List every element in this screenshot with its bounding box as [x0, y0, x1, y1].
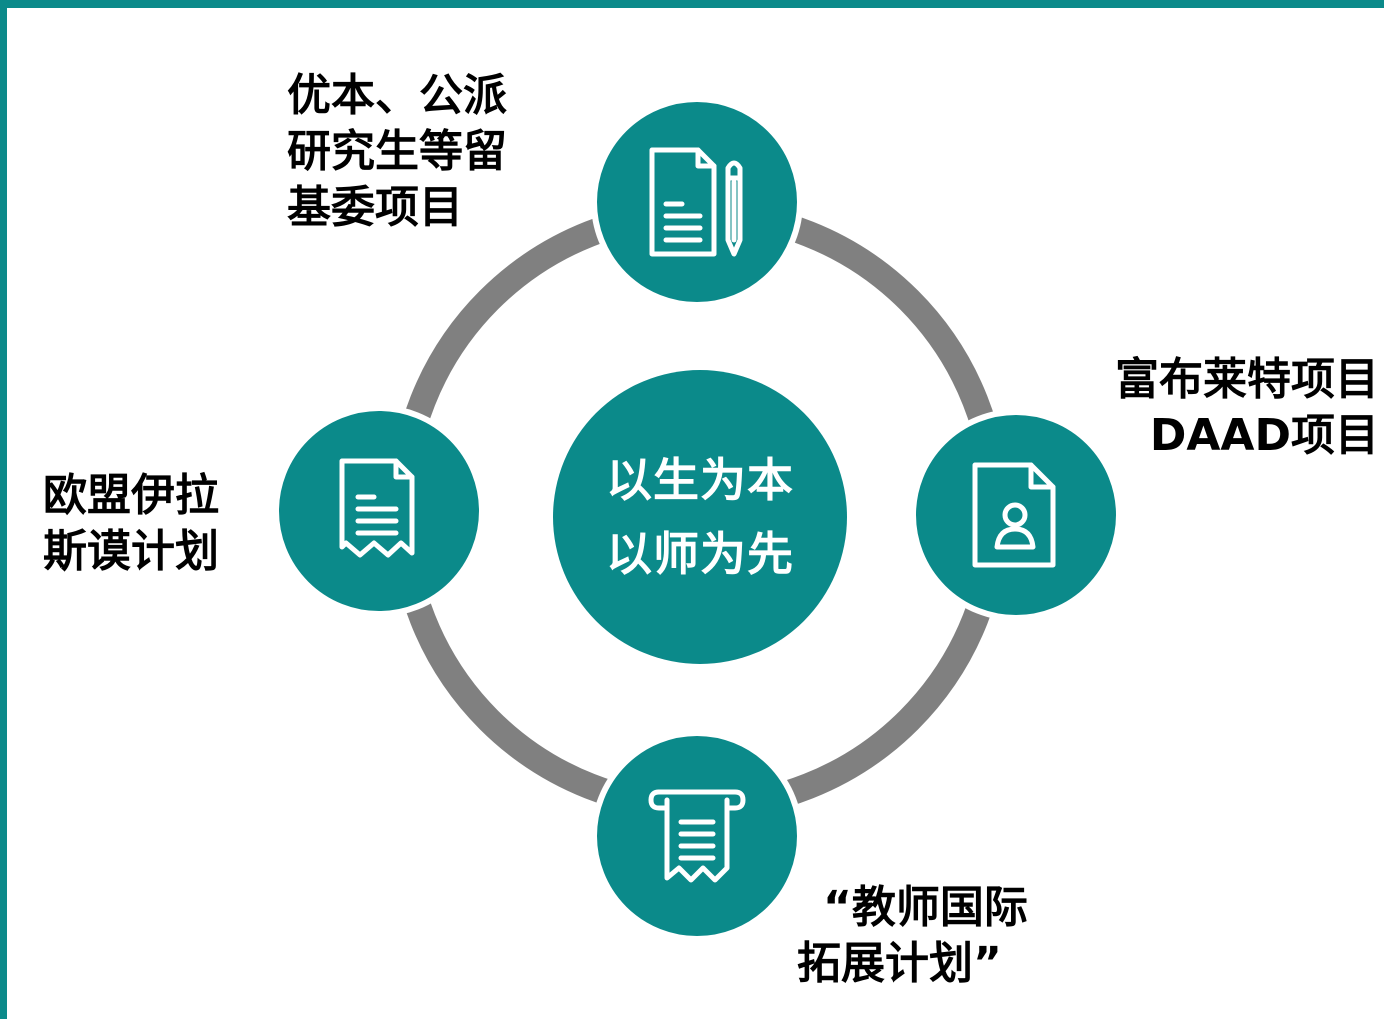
- document-pencil-icon: [649, 147, 743, 257]
- label-top: 优本、公派 研究生等留 基委项目: [287, 68, 507, 236]
- node-bottom: [591, 730, 803, 942]
- label-top-line-2: 研究生等留: [287, 126, 507, 177]
- label-right-line-2: DAAD项目: [1149, 410, 1379, 461]
- label-top-line-1: 优本、公派: [287, 70, 507, 121]
- label-bottom: “教师国际 拓展计划”: [797, 880, 1028, 992]
- label-bottom-line-1: “教师国际: [823, 882, 1028, 933]
- center-circle: 以生为本 以师为先: [553, 370, 847, 664]
- node-left: [273, 405, 485, 617]
- node-top: [591, 96, 803, 308]
- scroll-icon: [648, 789, 746, 883]
- label-right-line-1: 富布莱特项目: [1115, 354, 1379, 405]
- node-right: [910, 409, 1122, 621]
- label-left-line-1: 欧盟伊拉: [43, 470, 219, 521]
- receipt-document-icon: [339, 458, 415, 558]
- center-line-1: 以生为本: [606, 453, 794, 507]
- label-bottom-line-2: 拓展计划”: [797, 938, 1002, 989]
- label-left-line-2: 斯谟计划: [43, 526, 219, 577]
- label-right: 富布莱特项目 DAAD项目: [1089, 352, 1379, 464]
- label-top-line-3: 基委项目: [287, 182, 463, 233]
- center-line-2: 以师为先: [606, 527, 794, 581]
- label-left: 欧盟伊拉 斯谟计划: [43, 468, 219, 580]
- profile-document-icon: [972, 462, 1056, 568]
